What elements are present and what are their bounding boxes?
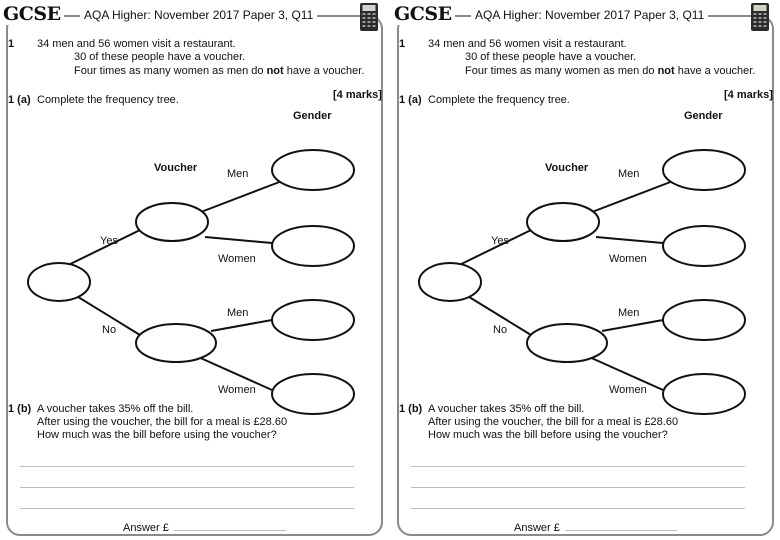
branch-label-women: Women: [218, 253, 256, 265]
part-b-line-3: How much was the bill before using the v…: [428, 429, 668, 441]
branch-label-men: Men: [227, 307, 248, 319]
part-a-label: 1 (a): [399, 94, 422, 106]
root-total-box[interactable]: [418, 262, 482, 302]
part-b-line-2: After using the voucher, the bill for a …: [428, 416, 679, 428]
yes-women-box[interactable]: [662, 225, 746, 267]
branch-label-no: No: [493, 324, 507, 336]
branch-label-yes: Yes: [100, 235, 118, 247]
gender-heading: Gender: [684, 110, 723, 122]
question-intro-line-1: 34 men and 56 women visit a restaurant.: [428, 38, 627, 50]
part-b-label: 1 (b): [8, 403, 32, 415]
voucher-no-box[interactable]: [135, 323, 217, 363]
branch-label-women: Women: [218, 384, 256, 396]
calculator-icon: [360, 3, 378, 31]
part-b-line-2: After using the voucher, the bill for a …: [37, 416, 288, 428]
worksheet-panel-right: GCSE AQA Higher: November 2017 Paper 3, …: [391, 0, 780, 540]
root-total-box[interactable]: [27, 262, 91, 302]
calculator-icon: [751, 3, 769, 31]
part-b-line-3: How much was the bill before using the v…: [37, 429, 277, 441]
question-number: 1: [8, 38, 15, 50]
branch-no: [460, 291, 532, 336]
answer-label: Answer £: [514, 522, 560, 534]
part-a-instruction: Complete the frequency tree.: [37, 94, 179, 106]
question-intro-line-1: 34 men and 56 women visit a restaurant.: [37, 38, 236, 50]
paper-title: AQA Higher: November 2017 Paper 3, Q11: [80, 7, 318, 23]
voucher-no-box[interactable]: [526, 323, 608, 363]
emphasis-not: not: [657, 65, 675, 77]
working-line[interactable]: [20, 466, 354, 467]
header-rule: [312, 15, 358, 17]
answer-label: Answer £: [123, 522, 169, 534]
branch-label-men: Men: [227, 168, 248, 180]
question-intro-line-2: 30 of these people have a voucher.: [465, 51, 637, 63]
question-intro-line-2: 30 of these people have a voucher.: [74, 51, 246, 63]
branch-no-men: [210, 319, 273, 332]
part-b-label: 1 (b): [399, 403, 423, 415]
yes-men-box[interactable]: [662, 149, 746, 191]
gcse-logo: GCSE: [394, 3, 455, 25]
question-number: 1: [399, 38, 406, 50]
answer-field[interactable]: [565, 530, 677, 531]
frequency-tree: Gender Voucher Yes No Men Women Men Wome…: [418, 110, 746, 415]
gcse-logo: GCSE: [3, 3, 64, 25]
branch-label-men: Men: [618, 168, 639, 180]
voucher-heading: Voucher: [154, 162, 198, 174]
branch-no-women: [586, 355, 664, 391]
part-b-line-1: A voucher takes 35% off the bill.: [37, 403, 194, 415]
working-line[interactable]: [411, 466, 745, 467]
branch-label-women: Women: [609, 253, 647, 265]
branch-yes-women: [595, 236, 664, 244]
yes-women-box[interactable]: [271, 225, 355, 267]
voucher-heading: Voucher: [545, 162, 589, 174]
header-rule: [443, 15, 467, 17]
question-intro-line-3: Four times as many women as men do not h…: [465, 65, 756, 77]
yes-men-box[interactable]: [271, 149, 355, 191]
branch-yes-women: [204, 236, 273, 244]
voucher-yes-box[interactable]: [526, 202, 600, 242]
paper-title: AQA Higher: November 2017 Paper 3, Q11: [471, 7, 709, 23]
frequency-tree: Gender Voucher Yes No Men Women Men Wome…: [27, 110, 355, 415]
emphasis-not: not: [266, 65, 284, 77]
branch-label-men: Men: [618, 307, 639, 319]
branch-yes-men: [200, 180, 283, 213]
branch-yes: [448, 229, 532, 271]
question-intro-line-3: Four times as many women as men do not h…: [74, 65, 365, 77]
header-rule: [703, 15, 749, 17]
working-line[interactable]: [411, 487, 745, 488]
voucher-yes-box[interactable]: [135, 202, 209, 242]
working-line[interactable]: [20, 487, 354, 488]
answer-field[interactable]: [174, 530, 286, 531]
branch-yes: [57, 229, 141, 271]
part-a-instruction: Complete the frequency tree.: [428, 94, 570, 106]
working-line[interactable]: [20, 508, 354, 509]
no-women-box[interactable]: [271, 373, 355, 415]
branch-label-no: No: [102, 324, 116, 336]
no-women-box[interactable]: [662, 373, 746, 415]
branch-label-yes: Yes: [491, 235, 509, 247]
worksheet-panel-left: GCSE AQA Higher: November 2017 Paper 3, …: [3, 3, 383, 536]
no-men-box[interactable]: [271, 299, 355, 341]
branch-no: [69, 291, 141, 336]
part-a-label: 1 (a): [8, 94, 31, 106]
branch-yes-men: [591, 180, 674, 213]
marks-label: [4 marks]: [333, 89, 382, 101]
branch-no-men: [601, 319, 664, 332]
branch-label-women: Women: [609, 384, 647, 396]
branch-no-women: [195, 355, 273, 391]
marks-label: [4 marks]: [724, 89, 773, 101]
part-b-line-1: A voucher takes 35% off the bill.: [428, 403, 585, 415]
no-men-box[interactable]: [662, 299, 746, 341]
working-line[interactable]: [411, 508, 745, 509]
gender-heading: Gender: [293, 110, 332, 122]
header-rule: [52, 15, 76, 17]
